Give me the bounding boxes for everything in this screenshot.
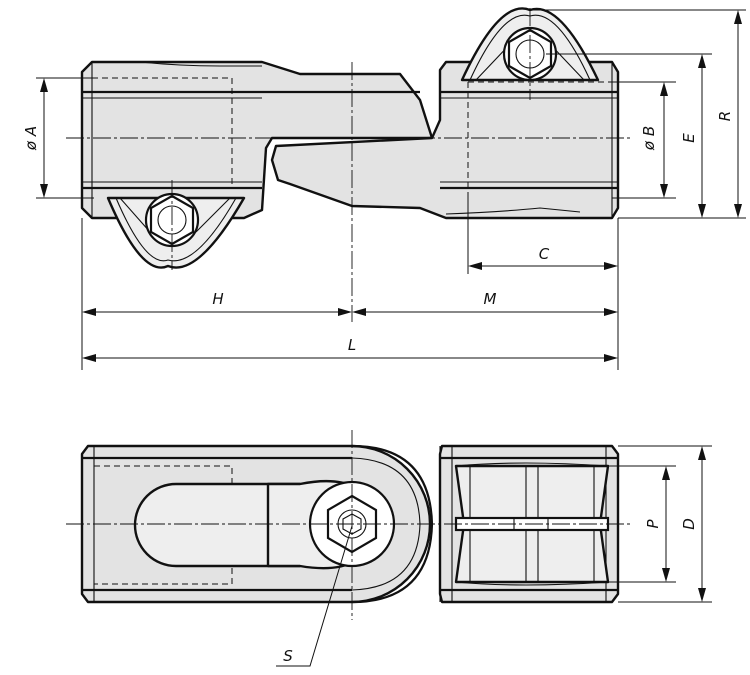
dim-label-h: H	[212, 290, 223, 308]
top-view: P D S	[66, 430, 712, 667]
dim-label-dia-b: ø B	[640, 126, 658, 151]
dim-label-dia-a: ø A	[22, 126, 40, 151]
dim-label-l: L	[348, 336, 356, 354]
right-clamp-body	[270, 60, 620, 220]
dim-label-e: E	[680, 133, 698, 143]
dim-label-r: R	[716, 111, 734, 121]
slot	[133, 482, 302, 568]
dim-label-c: C	[539, 245, 550, 263]
dim-label-m: M	[484, 290, 497, 308]
side-view: ø A ø B E R C H	[22, 7, 746, 370]
dim-label-p: P	[644, 519, 662, 529]
dim-label-s: S	[283, 647, 293, 665]
dim-label-d: D	[680, 518, 698, 530]
